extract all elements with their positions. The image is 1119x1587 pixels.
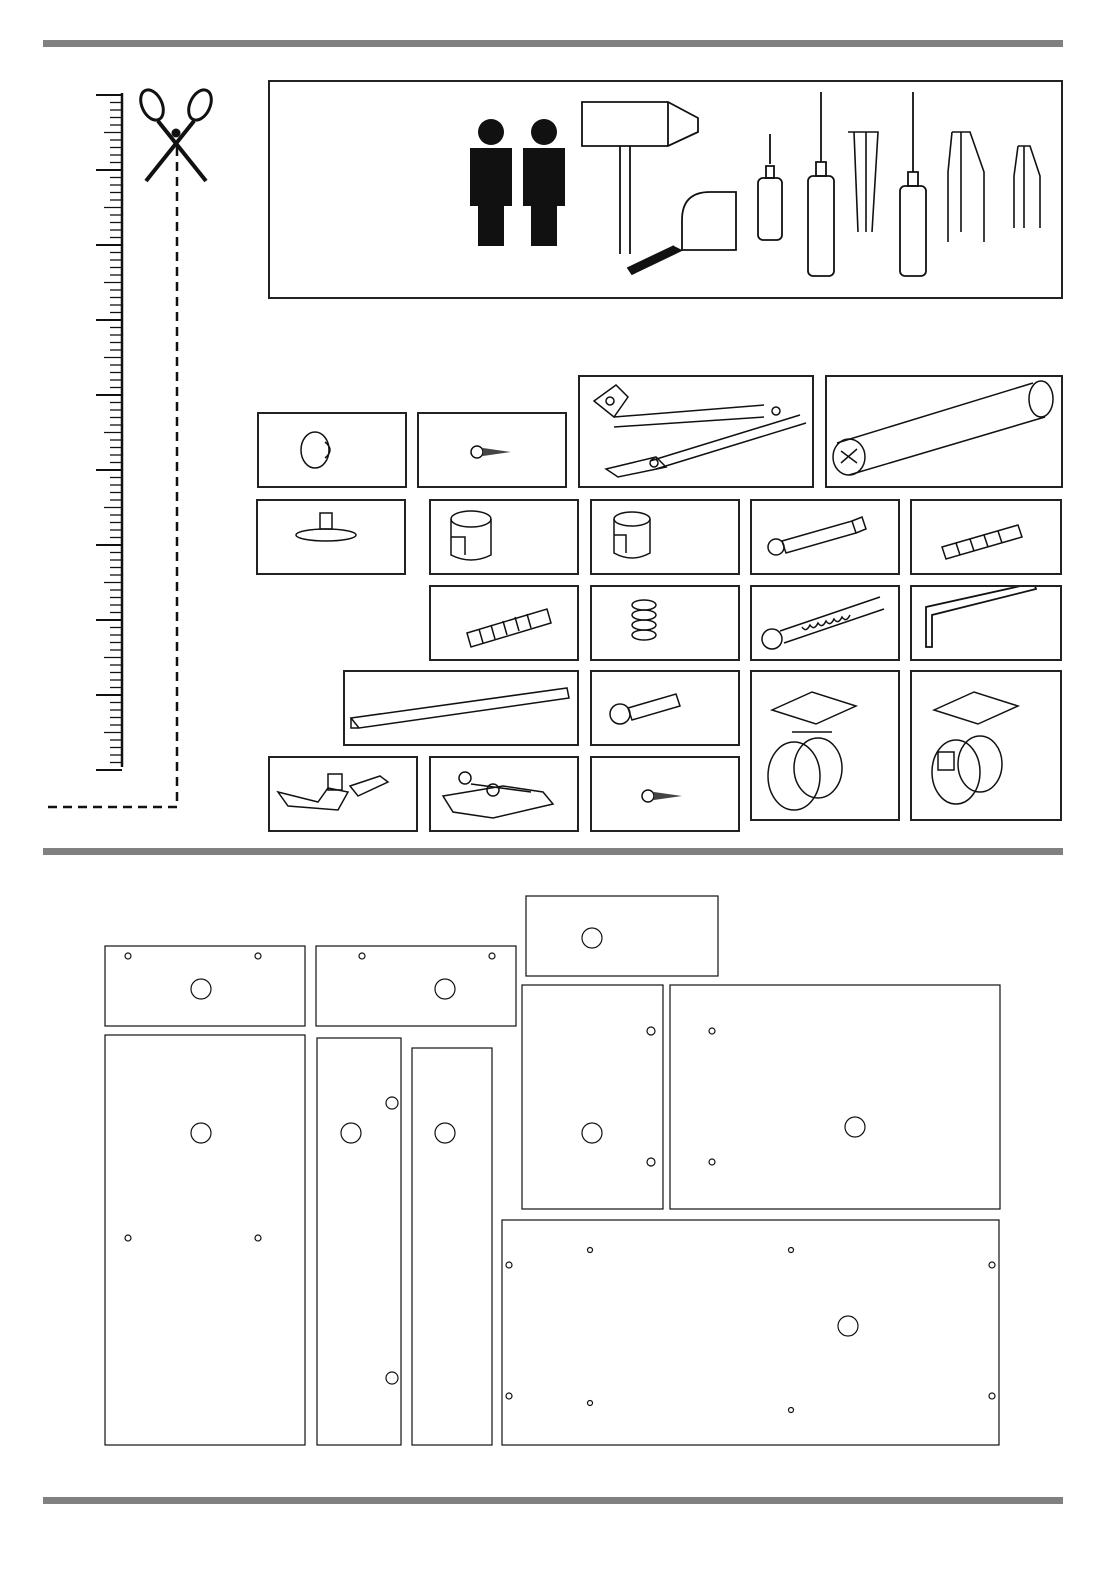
panel-top-b bbox=[316, 946, 516, 1026]
castor-brake-fitting bbox=[910, 670, 1062, 821]
bottom-rule bbox=[43, 1497, 1063, 1504]
flat-screwdriver-icon bbox=[848, 132, 1040, 242]
connecting-screw-fitting bbox=[750, 585, 900, 661]
panel-divider-a bbox=[317, 1038, 401, 1445]
glide-fitting bbox=[256, 499, 406, 575]
ruler-icon bbox=[96, 95, 122, 770]
tools-box bbox=[268, 80, 1063, 299]
mounting-plate-fitting bbox=[429, 756, 579, 832]
cam-lock-small-fitting bbox=[590, 499, 740, 575]
ruler-svg bbox=[40, 85, 240, 815]
panel-shelf-top bbox=[526, 896, 718, 976]
cut-out-ruler bbox=[40, 85, 240, 815]
middle-rule bbox=[43, 848, 1063, 855]
hammer-icon bbox=[582, 102, 698, 254]
panels-diagram bbox=[100, 890, 1010, 1455]
panel-back-upper bbox=[670, 985, 1000, 1209]
panel-bottom-large bbox=[502, 1220, 999, 1445]
machine-screw-fitting bbox=[590, 670, 740, 746]
hanging-rail-fitting bbox=[825, 375, 1063, 488]
panel-door-small bbox=[522, 985, 663, 1209]
tools-illustration bbox=[270, 82, 1061, 297]
handle-profile-fitting bbox=[343, 670, 579, 746]
allen-key-fitting bbox=[910, 585, 1062, 661]
dowel-fitting bbox=[910, 499, 1062, 575]
cap-fitting bbox=[257, 412, 407, 488]
panel-side-left bbox=[105, 1035, 305, 1445]
tape-measure-icon bbox=[628, 192, 736, 274]
phillips-screwdriver-icon bbox=[758, 92, 926, 276]
two-persons-icon bbox=[470, 119, 565, 246]
panels-svg bbox=[100, 890, 1010, 1455]
panel-divider-b bbox=[412, 1048, 492, 1445]
top-rule bbox=[43, 40, 1063, 47]
cam-lock-fitting bbox=[429, 499, 579, 575]
lift-stay-fitting bbox=[578, 375, 814, 488]
insert-nut-fitting bbox=[590, 585, 740, 661]
wood-screw-fitting bbox=[417, 412, 567, 488]
hinge-fitting bbox=[268, 756, 418, 832]
connecting-bolt-fitting bbox=[750, 499, 900, 575]
small-screw-fitting bbox=[590, 756, 740, 832]
threaded-dowel-fitting bbox=[429, 585, 579, 661]
panel-top-a bbox=[105, 946, 305, 1026]
castor-fitting bbox=[750, 670, 900, 821]
